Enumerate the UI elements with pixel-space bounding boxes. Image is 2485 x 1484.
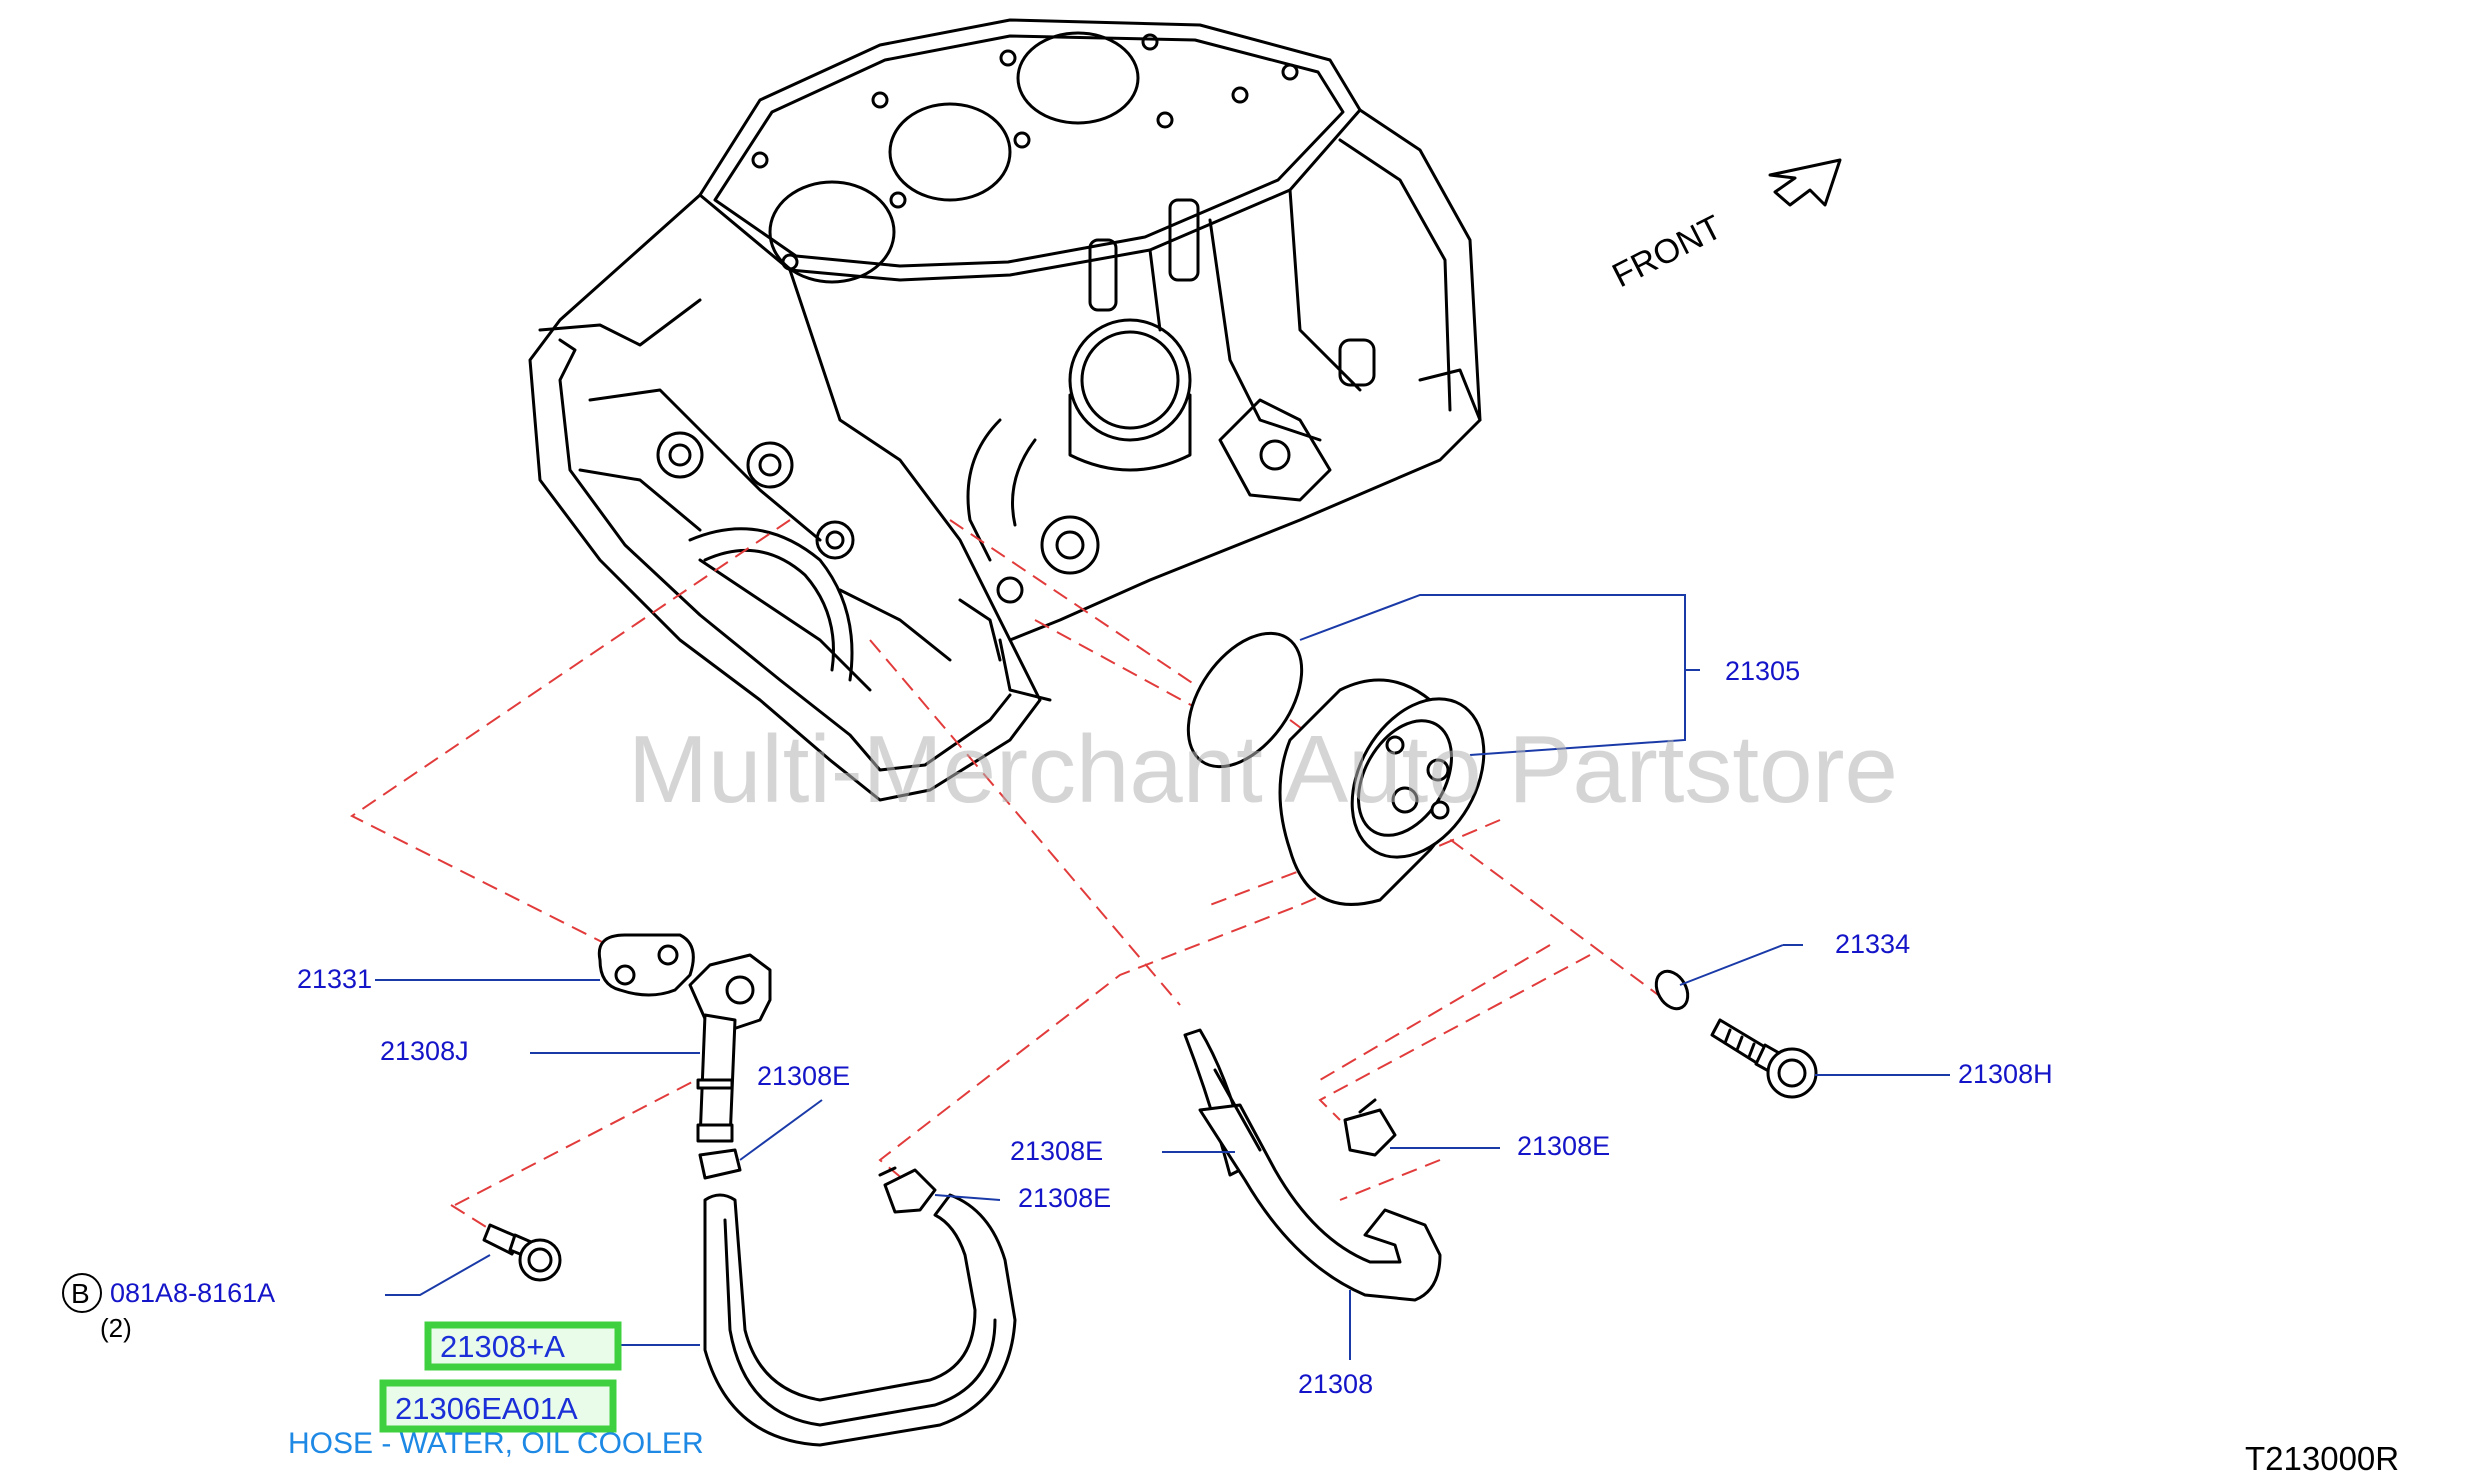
clamp-21308E-d (1343, 1098, 1397, 1157)
bolt-part-number[interactable]: 081A8-8161A (110, 1278, 275, 1308)
highlight-ref[interactable]: 21308+A (440, 1329, 565, 1364)
highlight-description: HOSE - WATER, OIL COOLER (288, 1427, 704, 1460)
highlight-box-part-number (379, 1379, 617, 1433)
engine-block (528, 18, 1482, 802)
label-21308E-a[interactable]: 21308E (757, 1061, 850, 1091)
bolt-reference[interactable]: B 081A8-8161A (2) (62, 1273, 275, 1343)
leader-lines (375, 594, 1950, 1360)
gasket-21331 (597, 933, 695, 997)
bolt-quantity: (2) (100, 1313, 132, 1343)
label-21305[interactable]: 21305 (1725, 656, 1800, 686)
label-21308[interactable]: 21308 (1298, 1369, 1373, 1399)
watermark: Multi-Merchant Auto Partstore (628, 716, 1898, 823)
front-arrow-icon (1768, 158, 1842, 207)
label-21334[interactable]: 21334 (1835, 929, 1910, 959)
label-21308E-c[interactable]: 21308E (1018, 1183, 1111, 1213)
hose-21308 (1183, 1028, 1442, 1302)
diagram-code: T213000R (2245, 1440, 2399, 1477)
dashed-guide-lines (350, 519, 1666, 1241)
label-21308H[interactable]: 21308H (1958, 1059, 2053, 1089)
o-ring-21334 (1654, 969, 1690, 1011)
highlight-box-ref (424, 1321, 622, 1371)
label-21308J[interactable]: 21308J (380, 1036, 469, 1066)
label-21308E-d[interactable]: 21308E (1517, 1131, 1610, 1161)
bolt-symbol-circle (62, 1273, 102, 1313)
front-label: FRONT (1606, 208, 1728, 295)
bolt-symbol: B (71, 1278, 90, 1309)
oil-cooler-21305 (1186, 631, 1486, 906)
connector-21308J (688, 953, 772, 1180)
label-21331[interactable]: 21331 (297, 964, 372, 994)
bolt-081A8-8161A (482, 1223, 562, 1282)
hose-21306EA01A (703, 1193, 1017, 1447)
bolt-21308H (1710, 1018, 1818, 1099)
clamp-21308E-b (878, 1166, 937, 1214)
label-21308E-b[interactable]: 21308E (1010, 1136, 1103, 1166)
highlight-part-number[interactable]: 21306EA01A (395, 1391, 578, 1426)
highlighted-part[interactable]: 21308+A 21306EA01A HOSE - WATER, OIL COO… (288, 1321, 704, 1460)
